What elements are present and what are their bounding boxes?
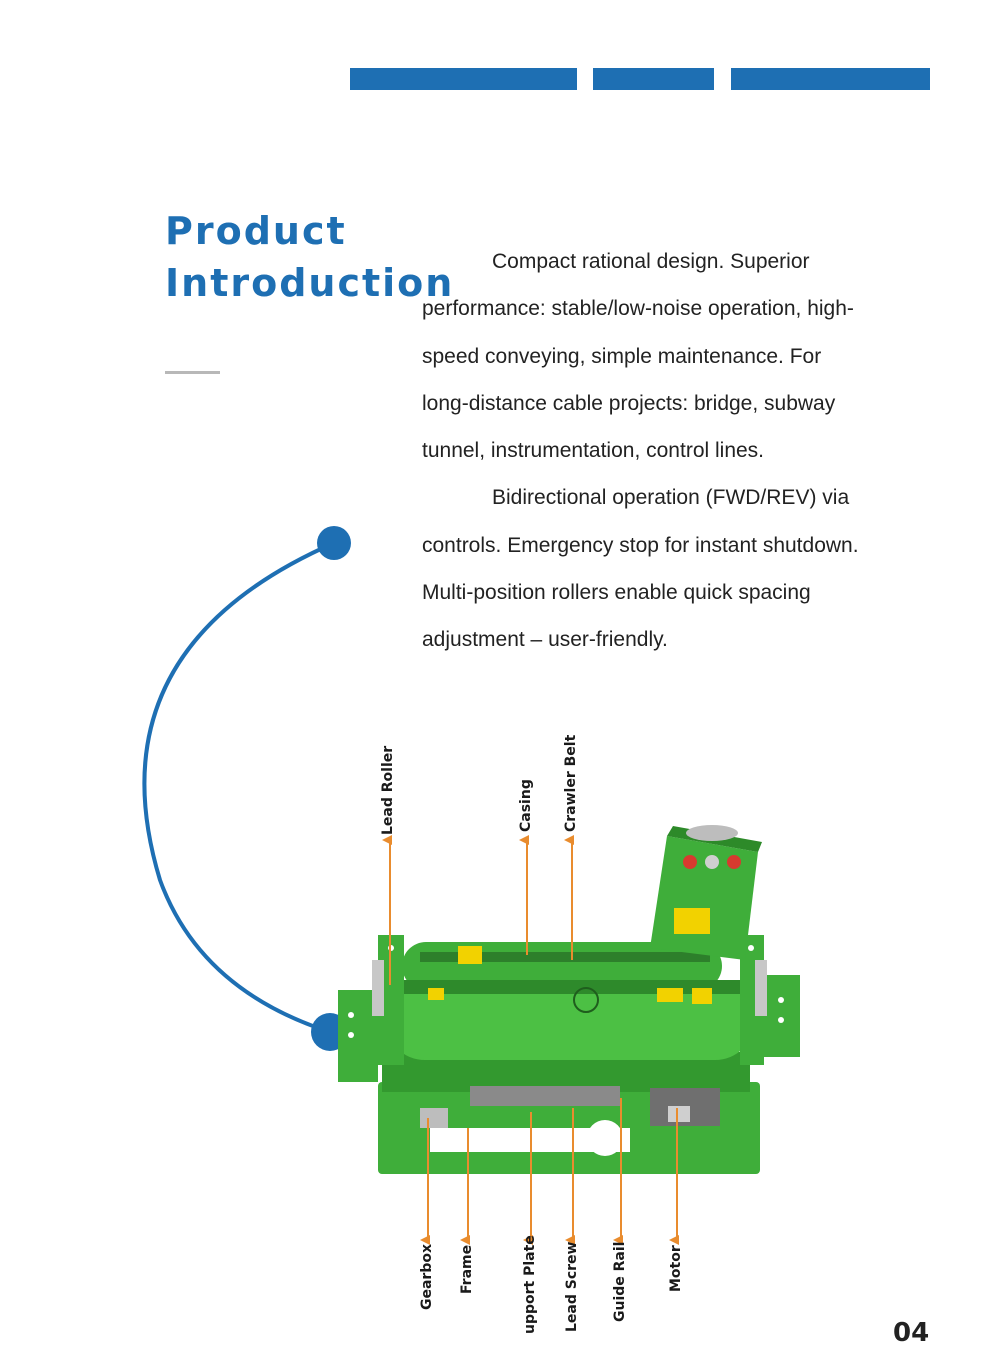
label-frame: Frame bbox=[459, 1244, 475, 1294]
label-crawler-belt: Crawler Belt bbox=[563, 734, 579, 832]
machine-illustration bbox=[338, 825, 800, 1174]
label-motor: Motor bbox=[668, 1245, 684, 1292]
title-divider bbox=[165, 371, 220, 374]
decorative-arc bbox=[142, 541, 335, 1034]
label-gearbox: Gearbox bbox=[419, 1243, 435, 1310]
label-guide-rail: Guide Rail bbox=[612, 1241, 628, 1322]
callout-arrows bbox=[382, 835, 679, 1245]
intro-text: Compact rational design. Superior perfor… bbox=[422, 238, 872, 664]
intro-paragraph-2: Bidirectional operation (FWD/REV) via co… bbox=[422, 486, 859, 652]
label-casing: Casing bbox=[518, 779, 534, 832]
section-title-line1: Product bbox=[165, 209, 347, 253]
section-title-line2: Introduction bbox=[165, 261, 455, 305]
header-bar-2 bbox=[593, 68, 714, 90]
arc-dot-top bbox=[317, 526, 351, 560]
label-support-plate: upport Plate bbox=[522, 1235, 538, 1334]
header-bar-3 bbox=[731, 68, 930, 90]
page-number: 04 bbox=[893, 1318, 930, 1348]
section-title: Product Introduction bbox=[165, 205, 454, 309]
label-lead-roller: Lead Roller bbox=[380, 745, 396, 835]
header-bar-1 bbox=[350, 68, 577, 90]
label-lead-screw: Lead Screw bbox=[564, 1241, 580, 1332]
intro-paragraph-1: Compact rational design. Superior perfor… bbox=[422, 250, 854, 463]
